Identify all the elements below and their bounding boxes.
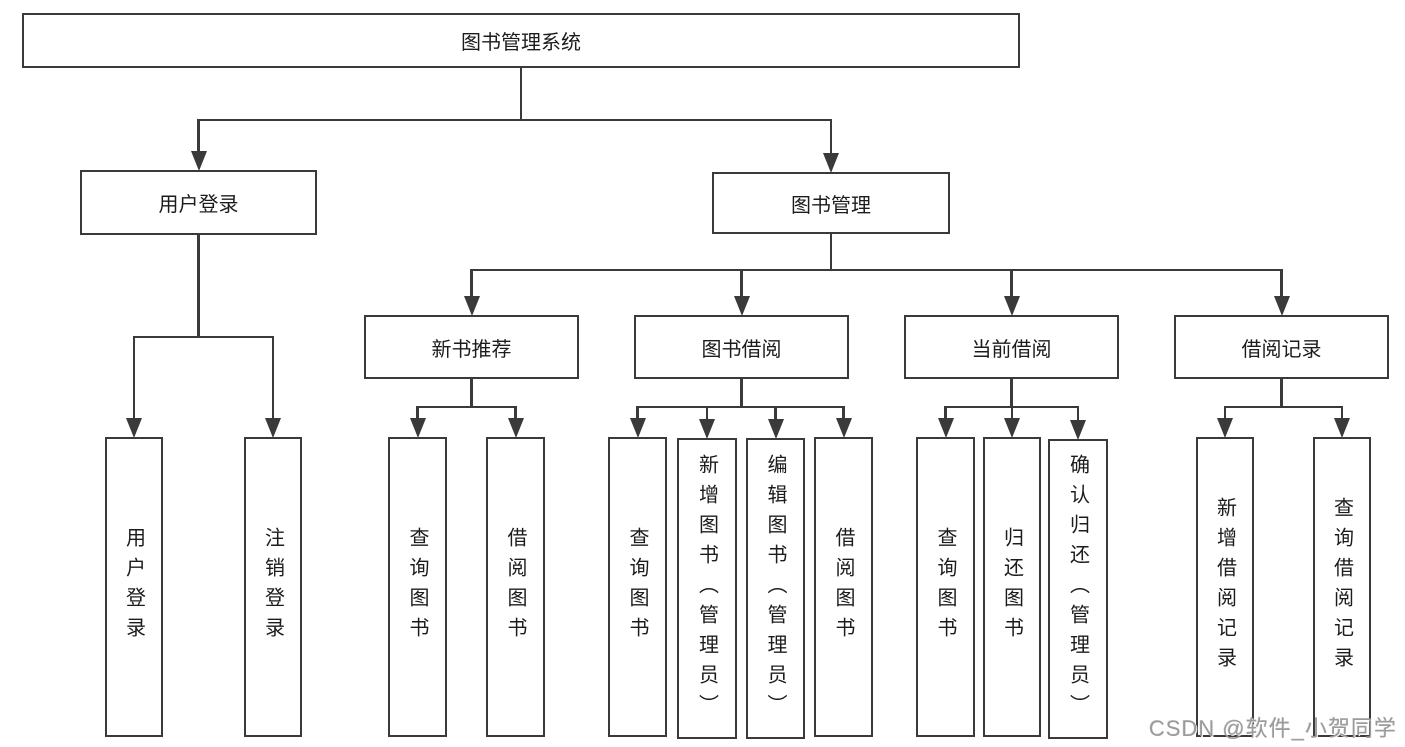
node-c2: 归还图书 [983,437,1041,737]
arrowhead-down-icon [1003,296,1020,316]
node-b1: 查询图书 [608,437,667,737]
arrowhead-down-icon [409,418,426,438]
connector-line [197,120,200,156]
connector-line [774,407,777,424]
node-a1: 查询图书 [388,437,447,737]
connector-line [829,234,833,270]
connector-line [416,407,419,423]
connector-line [1280,270,1283,301]
connector-line [416,405,517,409]
connector-line [636,407,639,423]
node-new-rec: 新书推荐 [364,315,579,379]
connector-line [829,120,833,158]
node-login: 用户登录 [80,170,317,235]
connector-line [1010,379,1013,407]
arrowhead-down-icon [629,418,646,438]
connector-line [1280,379,1283,407]
connector-line [944,407,947,423]
node-d1: 新增借阅记录 [1196,437,1254,737]
node-c3: 确认归还（管理员） [1048,439,1108,739]
arrowhead-down-icon [190,151,207,171]
arrowhead-down-icon [835,418,852,438]
connector-line [1010,407,1014,423]
arrowhead-down-icon [265,418,281,438]
arrowhead-down-icon [463,296,480,316]
node-user-login: 用户登录 [105,437,163,737]
arrowhead-down-icon [1217,418,1233,438]
arrowhead-down-icon [699,419,715,439]
node-root: 图书管理系统 [22,13,1020,68]
connector-line [197,118,833,122]
connector-line [197,235,200,337]
node-b3: 编辑图书（管理员） [746,438,805,739]
connector-line [1076,407,1080,425]
arrowhead-down-icon [937,418,954,438]
connector-line [271,337,275,423]
connector-line [470,270,473,301]
connector-line [1223,405,1344,409]
arrowhead-down-icon [823,153,839,173]
arrowhead-down-icon [1070,420,1086,440]
connector-line [470,379,473,407]
node-mgmt: 图书管理 [712,172,950,234]
node-b2: 新增图书（管理员） [677,438,737,739]
arrowhead-down-icon [767,419,784,439]
node-borrow: 图书借阅 [634,315,849,379]
arrowhead-down-icon [507,418,524,438]
node-logout: 注销登录 [244,437,302,737]
arrowhead-down-icon [126,418,142,438]
node-a2: 借阅图书 [486,437,545,737]
node-records: 借阅记录 [1174,315,1389,379]
arrowhead-down-icon [1334,418,1350,438]
connector-line [132,335,275,339]
connector-line [705,407,709,424]
node-current: 当前借阅 [904,315,1119,379]
connector-line [519,68,523,120]
connector-line [470,268,1283,272]
connector-line [1223,407,1227,423]
connector-line [514,407,517,423]
connector-line [1010,270,1013,301]
watermark: CSDN @软件_小贺同学 [1148,716,1397,741]
connector-line [636,405,845,409]
connector-line [842,407,845,423]
connector-line [740,379,743,407]
node-d2: 查询借阅记录 [1313,437,1371,737]
node-b4: 借阅图书 [814,437,873,737]
arrowhead-down-icon [1004,418,1020,438]
connector-line [740,270,743,301]
arrowhead-down-icon [733,296,750,316]
node-c1: 查询图书 [916,437,975,737]
connector-line [132,337,136,423]
connector-line [1340,407,1344,423]
arrowhead-down-icon [1273,296,1290,316]
